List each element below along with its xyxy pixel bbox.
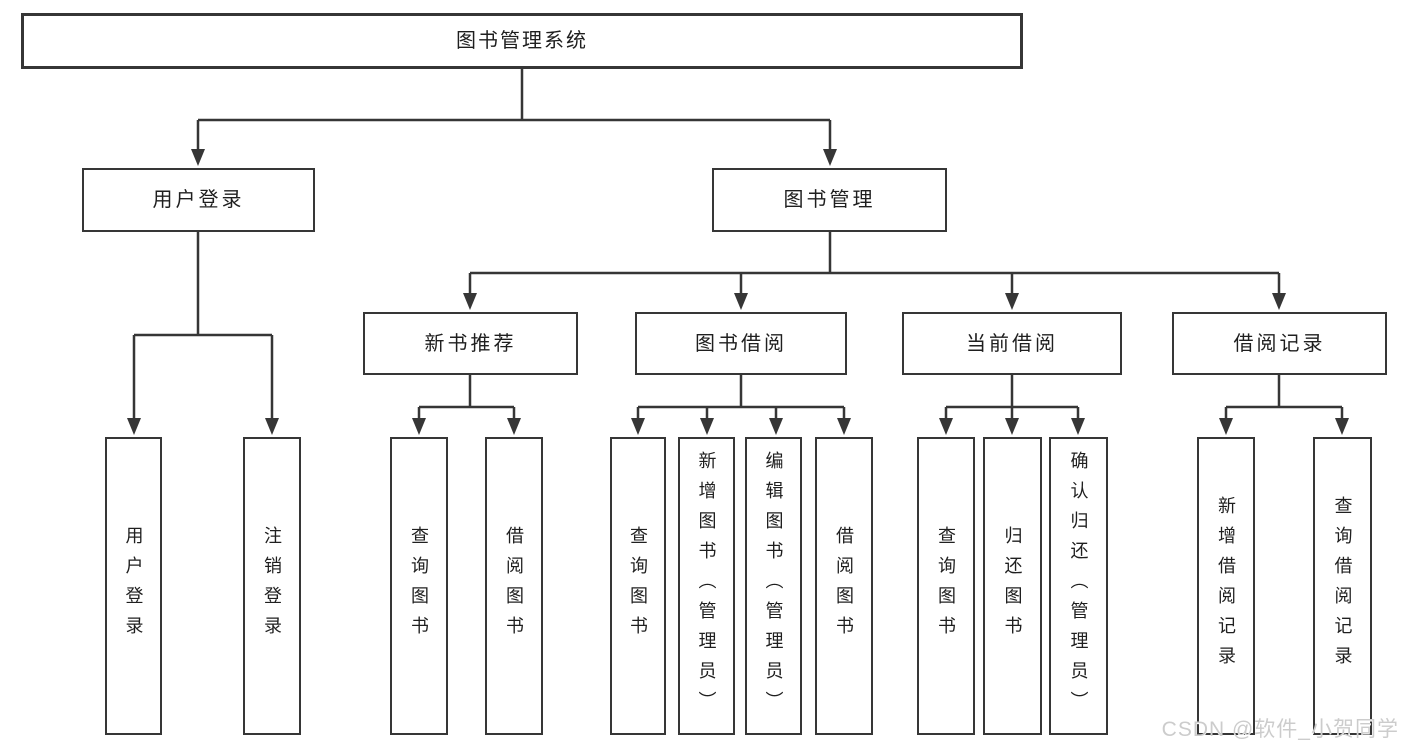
arrowhead-down-icon <box>823 149 837 166</box>
node-user-login: 用户登录 <box>82 168 315 232</box>
node-new-book-recommend: 新书推荐 <box>363 312 578 375</box>
arrowhead-down-icon <box>631 418 645 435</box>
node-borrow-record: 借阅记录 <box>1172 312 1387 375</box>
leaf-user-login: 用户登录 <box>105 437 162 735</box>
leaf-query-borrow-record: 查询借阅记录 <box>1313 437 1372 735</box>
arrowhead-down-icon <box>1005 418 1019 435</box>
leaf-recommend-query-books: 查询图书 <box>390 437 448 735</box>
arrowhead-down-icon <box>507 418 521 435</box>
node-current-borrow: 当前借阅 <box>902 312 1122 375</box>
leaf-current-query-books: 查询图书 <box>917 437 975 735</box>
leaf-borrow-query-books: 查询图书 <box>610 437 666 735</box>
connector-book-borrow-to-leaves <box>636 375 846 420</box>
arrowhead-down-icon <box>191 149 205 166</box>
connector-root-to-level2 <box>196 69 832 151</box>
arrowhead-down-icon <box>1272 293 1286 310</box>
leaf-add-borrow-record: 新增借阅记录 <box>1197 437 1255 735</box>
arrowhead-down-icon <box>769 418 783 435</box>
watermark: CSDN @软件_小贺同学 <box>1161 718 1399 741</box>
arrowhead-down-icon <box>412 418 426 435</box>
leaf-return-books: 归还图书 <box>983 437 1042 735</box>
connector-borrow-record-to-leaves <box>1224 375 1344 420</box>
arrowhead-down-icon <box>1219 418 1233 435</box>
arrowhead-down-icon <box>837 418 851 435</box>
connector-new-book-recommend-to-leaves <box>417 375 516 420</box>
connector-user-login-to-leaves <box>132 232 274 420</box>
leaf-edit-book-admin: 编辑图书（管理员） <box>745 437 802 735</box>
arrowhead-down-icon <box>1071 418 1085 435</box>
leaf-confirm-return-admin: 确认归还（管理员） <box>1049 437 1108 735</box>
node-book-management: 图书管理 <box>712 168 947 232</box>
connector-book-management-to-level3 <box>468 232 1281 295</box>
leaf-borrow-books: 借阅图书 <box>815 437 873 735</box>
arrowhead-down-icon <box>265 418 279 435</box>
arrowhead-down-icon <box>127 418 141 435</box>
connector-current-borrow-to-leaves <box>944 375 1080 420</box>
arrowhead-down-icon <box>1335 418 1349 435</box>
node-book-borrow: 图书借阅 <box>635 312 847 375</box>
leaf-add-book-admin: 新增图书（管理员） <box>678 437 735 735</box>
leaf-logout: 注销登录 <box>243 437 301 735</box>
arrowhead-down-icon <box>1005 293 1019 310</box>
arrowhead-down-icon <box>939 418 953 435</box>
arrowhead-down-icon <box>700 418 714 435</box>
arrowhead-down-icon <box>734 293 748 310</box>
arrowhead-down-icon <box>463 293 477 310</box>
node-library-management-system: 图书管理系统 <box>21 13 1023 69</box>
leaf-recommend-borrow-books: 借阅图书 <box>485 437 543 735</box>
